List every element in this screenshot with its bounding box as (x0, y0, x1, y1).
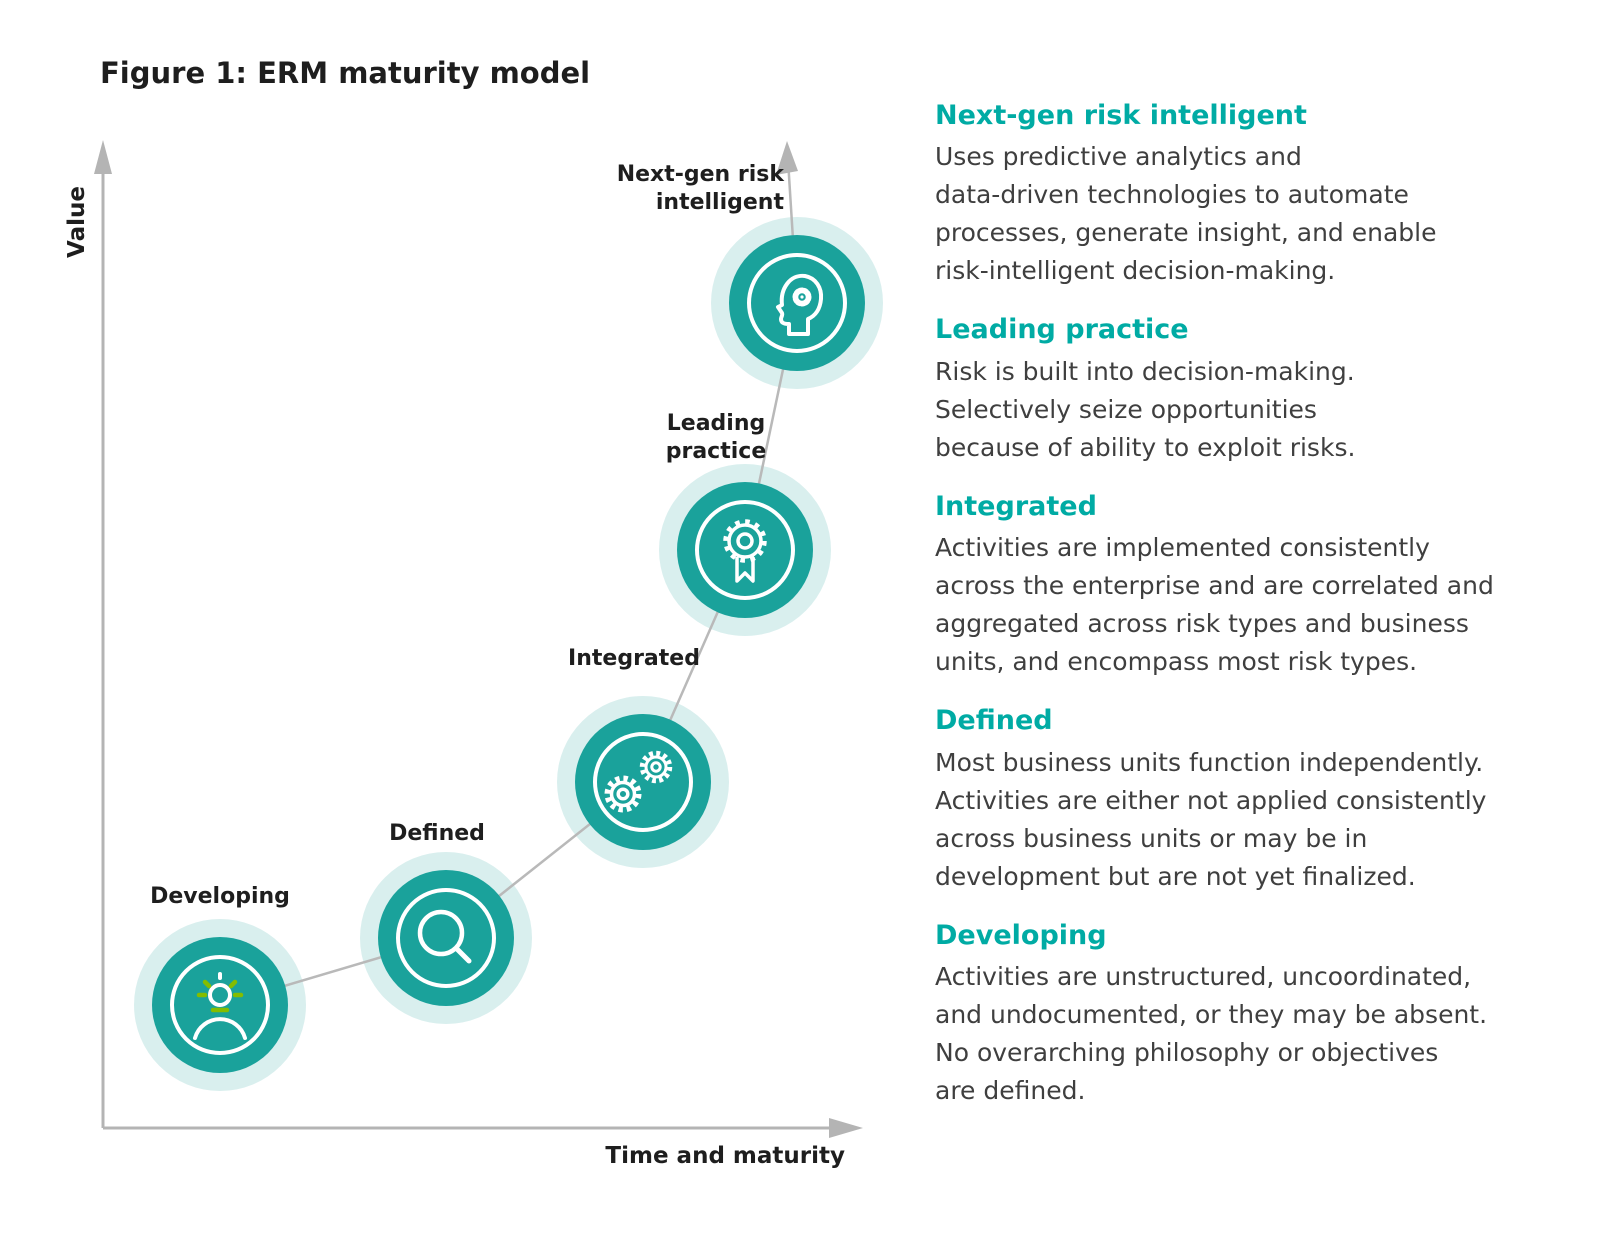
description-integrated: Integrated Activities are implemented co… (935, 491, 1595, 681)
gears-icon (604, 750, 673, 813)
axes: Value Time and maturity (64, 140, 863, 1169)
description-next-gen: Next-gen risk intelligent Uses predictiv… (935, 100, 1595, 290)
stage-developing: Developing (150, 884, 290, 1073)
figure-title: Figure 1: ERM maturity model (100, 56, 591, 90)
stage-label-defined: Defined (389, 821, 485, 846)
y-axis-arrow-icon (94, 140, 112, 174)
description-body: Risk is built into decision-making. Sele… (935, 356, 1356, 462)
x-axis-arrow-icon (829, 1118, 863, 1138)
description-body: Uses predictive analytics and data-drive… (935, 142, 1437, 286)
stage-defined: Defined (378, 821, 514, 1006)
stage-leading-practice: Leading practice (666, 411, 813, 618)
description-heading: Integrated (935, 490, 1097, 522)
stage-ring (170, 955, 270, 1055)
description-leading-practice: Leading practice Risk is built into deci… (935, 314, 1595, 466)
description-body: Activities are implemented consistently … (935, 533, 1494, 677)
stage-label-next-gen-2: intelligent (656, 190, 785, 215)
stage-label-developing: Developing (150, 884, 290, 909)
description-developing: Developing Activities are unstructured, … (935, 920, 1595, 1110)
trend-arrow-icon (776, 141, 798, 175)
description-heading: Developing (935, 919, 1107, 951)
x-axis-label: Time and maturity (605, 1143, 845, 1169)
y-axis-label: Value (64, 186, 90, 258)
award-rosette-icon (723, 519, 767, 583)
description-heading: Defined (935, 705, 1053, 737)
description-heading: Leading practice (935, 314, 1189, 346)
stage-ring (695, 500, 795, 600)
description-heading: Next-gen risk intelligent (935, 100, 1307, 131)
description-defined: Defined Most business units function ind… (935, 705, 1595, 895)
stage-label-leading-2: practice (666, 439, 767, 464)
lightbulb-person-icon (193, 972, 247, 1040)
description-body: Most business units function independent… (935, 747, 1487, 891)
magnifier-icon (417, 909, 472, 964)
stage-label-leading-1: Leading (667, 411, 765, 436)
stage-next-gen: Next-gen risk intelligent (617, 162, 865, 371)
stage-integrated: Integrated (568, 646, 711, 850)
stage-label-next-gen-1: Next-gen risk (617, 162, 786, 187)
stage-label-integrated: Integrated (568, 646, 700, 671)
maturity-diagram: Value Time and maturity (64, 140, 883, 1169)
description-body: Activities are unstructured, uncoordinat… (935, 961, 1488, 1105)
stage-ring (747, 253, 847, 353)
stage-ring (396, 888, 496, 988)
stage-descriptions: Next-gen risk intelligent Uses predictiv… (935, 100, 1595, 1110)
head-gear-icon (776, 273, 824, 336)
stage-ring (593, 732, 693, 832)
